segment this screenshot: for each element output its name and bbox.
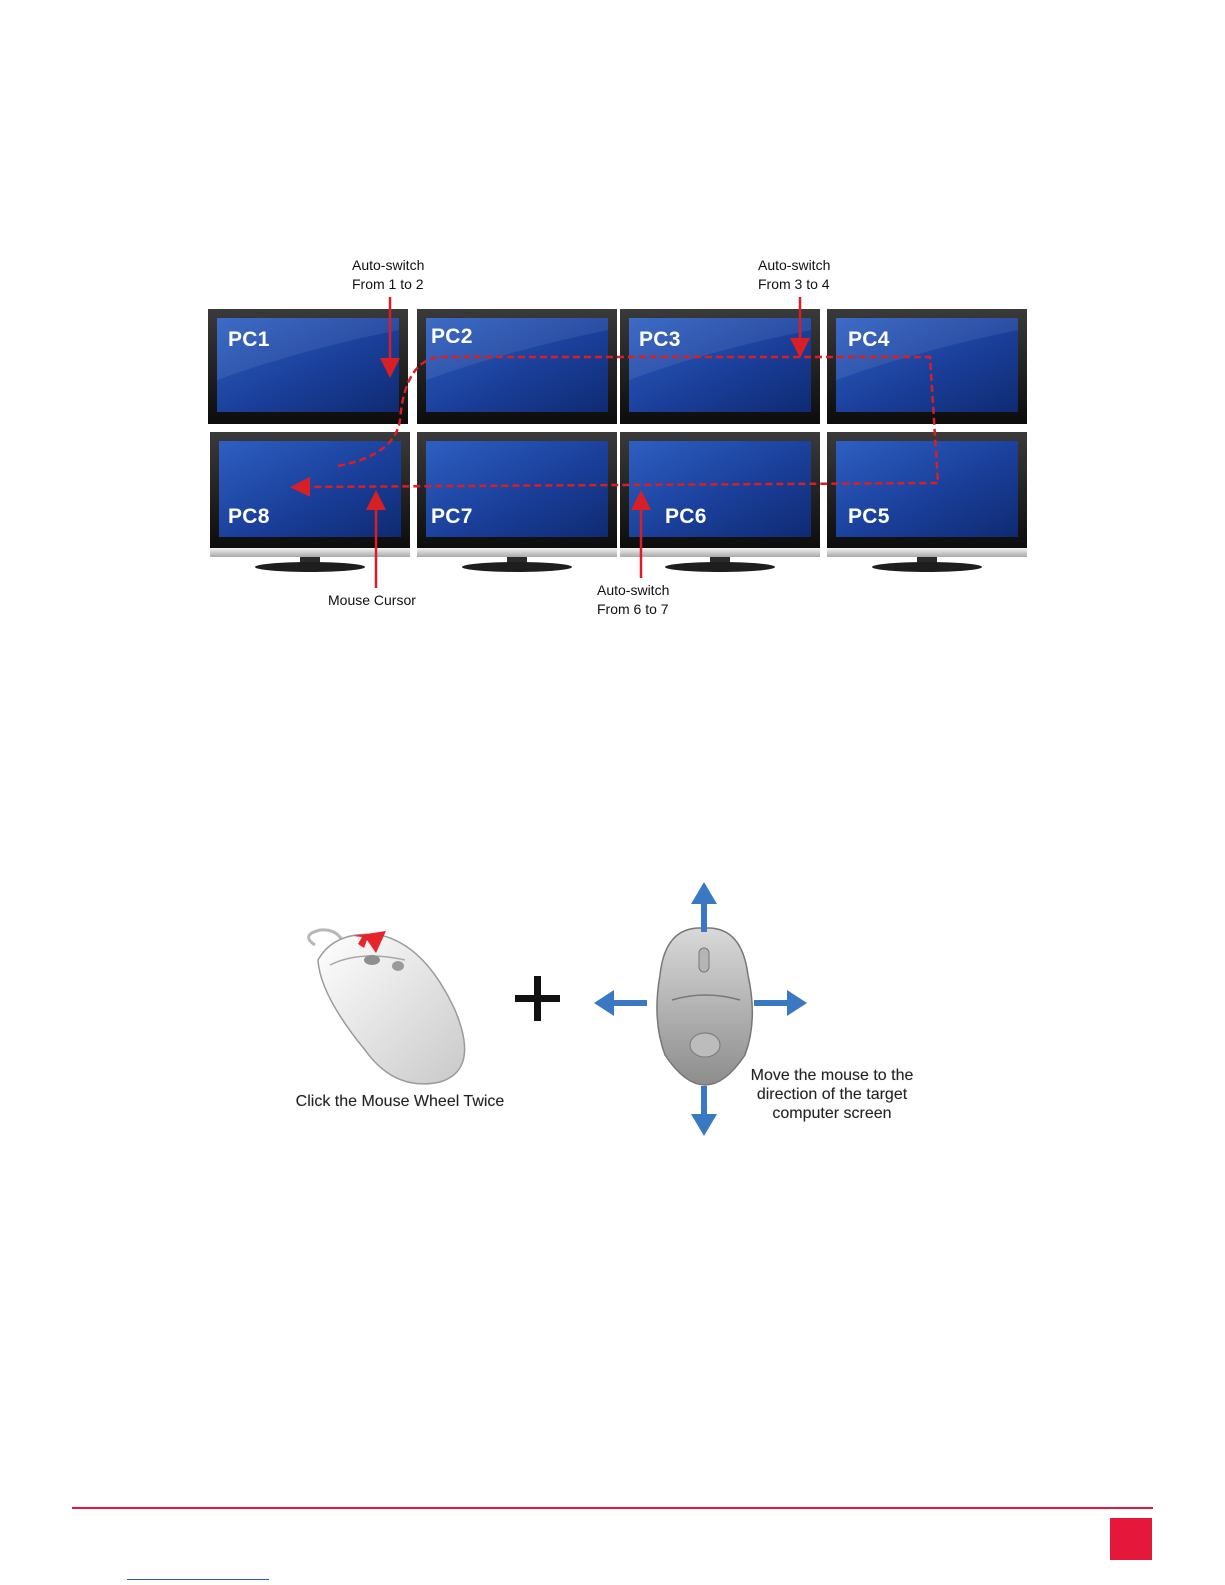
pc7-label: PC7 (431, 505, 473, 529)
annotation-switch-3-4-line1: Auto-switch (758, 256, 830, 275)
pc8-label: PC8 (228, 505, 270, 529)
annotation-switch-6-7-line2: From 6 to 7 (597, 600, 669, 619)
arrow-right-icon (754, 990, 807, 1016)
footer-link-underline[interactable] (127, 1579, 269, 1580)
monitor-pc5 (827, 432, 1027, 572)
click-wheel-caption: Click the Mouse Wheel Twice (280, 1092, 520, 1111)
pc3-label: PC3 (639, 328, 681, 352)
monitor-pc1 (208, 309, 408, 424)
monitor-pc4 (827, 309, 1027, 424)
move-mouse-caption-line3: computer screen (738, 1104, 926, 1123)
monitor-pc6 (620, 432, 820, 572)
move-mouse-caption: Move the mouse to the direction of the t… (738, 1066, 926, 1123)
pc2-label: PC2 (431, 325, 473, 349)
move-mouse-caption-line2: direction of the target (738, 1085, 926, 1104)
annotation-switch-3-4: Auto-switch From 3 to 4 (758, 256, 830, 294)
annotation-switch-1-2: Auto-switch From 1 to 2 (352, 256, 424, 294)
plus-icon (515, 976, 560, 1021)
annotation-switch-1-2-line2: From 1 to 2 (352, 275, 424, 294)
pc6-label: PC6 (665, 505, 707, 529)
pc4-label: PC4 (848, 328, 890, 352)
footer-rule (72, 1507, 1153, 1509)
page-number-badge (1110, 1518, 1152, 1560)
move-mouse-caption-line1: Move the mouse to the (738, 1066, 926, 1085)
annotation-switch-6-7-line1: Auto-switch (597, 581, 669, 600)
annotation-mouse-cursor: Mouse Cursor (328, 591, 416, 610)
monitor-pc7 (417, 432, 617, 572)
annotation-switch-1-2-line1: Auto-switch (352, 256, 424, 275)
annotation-switch-6-7: Auto-switch From 6 to 7 (597, 581, 669, 619)
monitor-pc8 (210, 432, 410, 572)
arrow-up-icon (691, 882, 717, 932)
arrow-down-icon (691, 1086, 717, 1136)
click-marker-icon (353, 931, 386, 953)
wheel-mouse-image (309, 930, 465, 1084)
annotation-switch-3-4-line2: From 3 to 4 (758, 275, 830, 294)
monitor-pc3 (620, 309, 820, 424)
arrow-left-icon (594, 990, 647, 1016)
topview-mouse-image (657, 928, 752, 1085)
pc5-label: PC5 (848, 505, 890, 529)
pc1-label: PC1 (228, 328, 270, 352)
monitor-wall-figure (0, 0, 1225, 640)
